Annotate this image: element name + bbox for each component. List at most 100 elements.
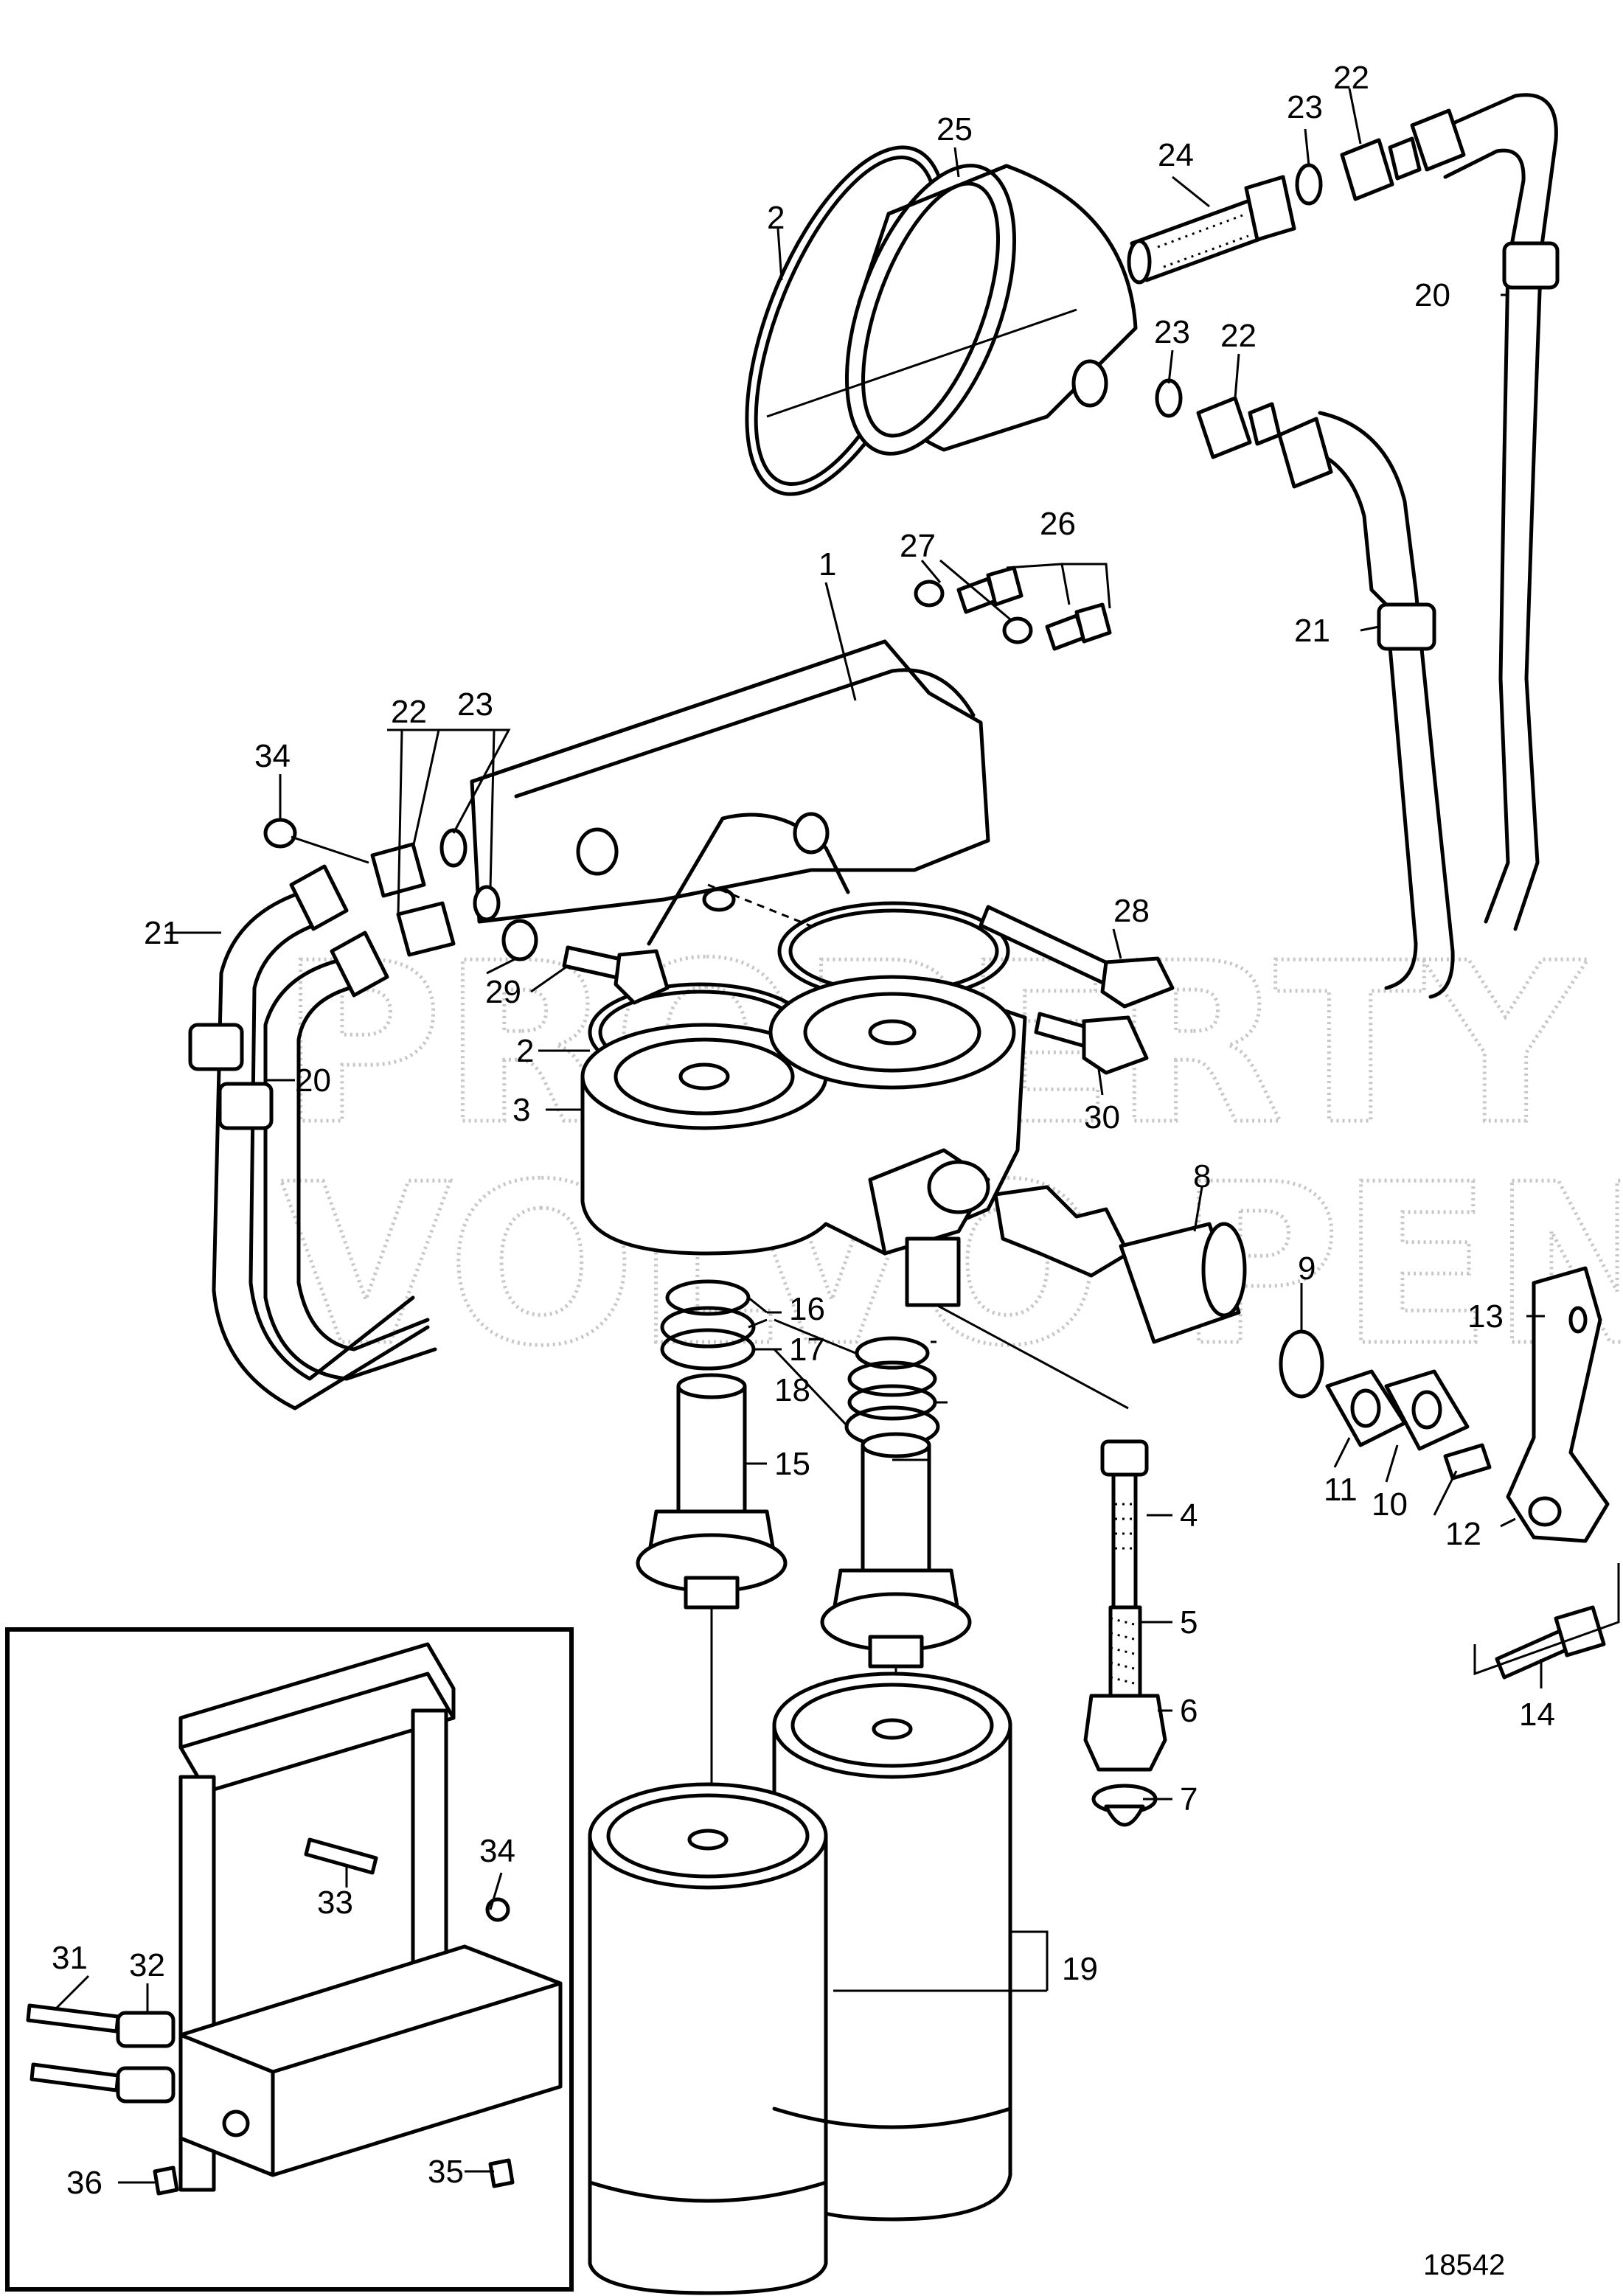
callout: 34 bbox=[479, 1833, 515, 1869]
callout: 30 bbox=[1084, 1099, 1120, 1135]
pipe-sleeve-20 bbox=[1502, 241, 1560, 290]
callout: 22 bbox=[1333, 60, 1369, 96]
left-pipes bbox=[188, 864, 437, 1410]
washer-23-left-b bbox=[473, 885, 501, 922]
nut-34-top bbox=[263, 818, 297, 849]
inset-bolt-33 bbox=[304, 1837, 378, 1875]
callout: 29 bbox=[485, 974, 521, 1010]
callout: 13 bbox=[1467, 1298, 1504, 1335]
callout: 28 bbox=[1113, 893, 1150, 929]
callout: 12 bbox=[1445, 1516, 1481, 1552]
leader-lines bbox=[54, 88, 1545, 2184]
nipple-22-mid bbox=[1196, 396, 1252, 459]
callout: 32 bbox=[129, 1947, 165, 1983]
callout: 23 bbox=[457, 686, 493, 723]
filter-head-3 bbox=[562, 901, 1175, 1410]
right-pipes bbox=[1277, 93, 1560, 999]
filter-left bbox=[588, 1834, 828, 2295]
valve-assembly bbox=[993, 1185, 1492, 1481]
nipple-22-top bbox=[1340, 138, 1394, 201]
seals-and-adapters bbox=[636, 1279, 972, 1814]
adapter-24 bbox=[1130, 197, 1271, 282]
gasket-10 bbox=[1384, 1369, 1470, 1451]
pipe-21-left bbox=[212, 890, 430, 1410]
callout: 24 bbox=[1158, 137, 1194, 173]
ring-17-left bbox=[660, 1306, 756, 1349]
callout: 31 bbox=[52, 1940, 88, 1976]
pipe-sleeve-20-left bbox=[218, 1082, 274, 1130]
callout: 7 bbox=[1180, 1781, 1198, 1817]
callout: 33 bbox=[317, 1885, 353, 1921]
callout: 22 bbox=[391, 694, 427, 730]
pipe-nut-20-left bbox=[330, 930, 389, 998]
pipe-nut-20 bbox=[1410, 108, 1466, 172]
callout: 1 bbox=[819, 546, 836, 582]
adapter-15-left bbox=[676, 1384, 747, 1514]
callout: 20 bbox=[1414, 277, 1450, 313]
upper-fittings bbox=[1127, 136, 1422, 459]
bolt-head-4 bbox=[1100, 1439, 1149, 1477]
callout: 5 bbox=[1180, 1604, 1198, 1641]
inset-tray bbox=[178, 1944, 563, 2177]
callout: 26 bbox=[1040, 506, 1076, 542]
washer-23-left-a bbox=[439, 828, 468, 868]
callout: 36 bbox=[66, 2165, 102, 2201]
callout: 15 bbox=[774, 1446, 810, 1482]
inset-spacer-32b bbox=[116, 2066, 175, 2104]
pipe-sleeve-21 bbox=[1377, 602, 1436, 651]
callout: 27 bbox=[900, 528, 936, 564]
pipe-20-left bbox=[263, 956, 437, 1381]
bracket-13 bbox=[1473, 1266, 1620, 1680]
inset-plug-36 bbox=[153, 2165, 179, 2196]
callout: 17 bbox=[789, 1332, 825, 1368]
callout: 23 bbox=[1287, 89, 1323, 125]
callout: 8 bbox=[1193, 1158, 1211, 1194]
callout: 21 bbox=[1294, 613, 1330, 649]
pipe-nut-21-left bbox=[289, 864, 349, 931]
callout: 3 bbox=[512, 1092, 530, 1128]
figure-number: 18542 bbox=[1423, 2249, 1505, 2281]
callout: 4 bbox=[1180, 1497, 1198, 1534]
callout-labels: 2 25 24 23 22 20 23 22 26 27 1 21 22 23 … bbox=[52, 60, 1555, 2281]
callout: 11 bbox=[1324, 1472, 1358, 1508]
washer-27b bbox=[1002, 616, 1033, 644]
plug-26a bbox=[986, 566, 1024, 607]
callout: 19 bbox=[1062, 1951, 1098, 1987]
pipe-21-right bbox=[1296, 444, 1418, 990]
callout: 16 bbox=[789, 1291, 825, 1327]
plugs-26-27 bbox=[914, 566, 1112, 651]
bypass-valve-parts bbox=[1083, 1439, 1167, 1827]
callout: 22 bbox=[1220, 318, 1257, 354]
screw-12 bbox=[1443, 1443, 1492, 1481]
filter-cartridges-19 bbox=[588, 1671, 1049, 2295]
pipe-sleeve-21-left bbox=[188, 1023, 244, 1071]
left-fittings bbox=[263, 818, 501, 957]
seal-9 bbox=[1279, 1329, 1324, 1399]
callout: 35 bbox=[428, 2154, 464, 2190]
plug-26b bbox=[1074, 602, 1112, 644]
callout: 10 bbox=[1372, 1486, 1408, 1523]
callout: 20 bbox=[295, 1062, 331, 1099]
pipe-nut-21 bbox=[1277, 417, 1333, 489]
inset-spacer-32a bbox=[116, 2011, 175, 2048]
callout: 18 bbox=[774, 1372, 810, 1408]
filter-bracket-1 bbox=[470, 639, 990, 961]
inset-box bbox=[5, 1627, 574, 2292]
plug-6 bbox=[1083, 1694, 1167, 1772]
washer-23-top bbox=[1295, 163, 1323, 206]
nipple-22-left-b bbox=[396, 901, 456, 957]
adapter-15-right bbox=[861, 1443, 931, 1573]
washer-27a bbox=[914, 580, 945, 608]
washer-23-mid bbox=[1155, 378, 1183, 418]
callout: 23 bbox=[1154, 314, 1190, 350]
callout: 2 bbox=[767, 200, 785, 236]
callout: 34 bbox=[254, 738, 291, 774]
ring-16-right bbox=[855, 1336, 930, 1370]
callout: 21 bbox=[144, 915, 180, 951]
callout: 6 bbox=[1180, 1693, 1198, 1729]
inset-plug-35 bbox=[488, 2158, 515, 2188]
pipe-20-right bbox=[1421, 93, 1558, 931]
bolt-4 bbox=[1111, 1472, 1138, 1632]
callout: 2 bbox=[516, 1033, 534, 1069]
